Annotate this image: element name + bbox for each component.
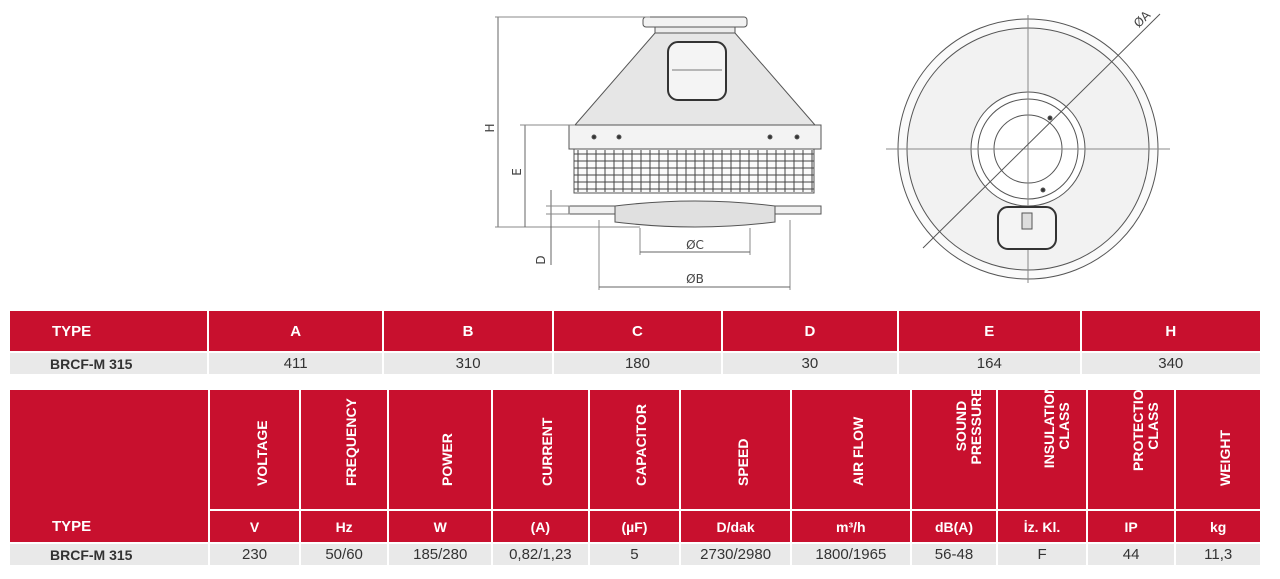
top-view (886, 13, 1170, 283)
cell-weight: 11,3 (1176, 544, 1260, 565)
header-insulation-class: INSULATION CLASS (998, 384, 1086, 509)
table-row: BRCF-M 315 230 50/60 185/280 0,82/1,23 5… (10, 544, 1260, 565)
unit-capacitor: (µF) (589, 511, 680, 542)
cell-current: 0,82/1,23 (493, 544, 588, 565)
dim-label-d: D (534, 255, 548, 264)
header-current: CURRENT (493, 390, 588, 509)
header-sound-pressure: SOUND PRESSURE (911, 387, 997, 509)
cell-b: 310 (383, 353, 553, 374)
header-h: H (1081, 311, 1260, 351)
dimensions-header-row: TYPE A B C D E H (10, 311, 1260, 351)
header-frequency: FREQUENCY (300, 390, 388, 509)
dim-label-e: E (510, 168, 524, 176)
dim-label-a: ØA (1131, 7, 1154, 30)
electrical-unit-row: V Hz W (A) (µF) D/dak m³/h dB(A) İz. Kl.… (10, 511, 1260, 542)
dim-label-b: ØB (686, 272, 704, 286)
header-type: TYPE (10, 311, 208, 351)
cell-d: 30 (722, 353, 898, 374)
dim-label-c: ØC (686, 238, 704, 252)
side-view (495, 16, 822, 290)
cell-capacitor: 5 (589, 544, 680, 565)
header-protection-class: PROTECTION CLASS (1087, 379, 1175, 509)
cell-a: 411 (209, 353, 382, 374)
cell-voltage: 230 (210, 544, 299, 565)
dimensions-table: TYPE A B C D E H BRCF-M 315 411 310 180 … (8, 309, 1262, 376)
fan-technical-drawing: H E D ØC ØB ØA (483, 7, 1170, 290)
header-e: E (899, 311, 1080, 351)
cell-air-flow: 1800/1965 (791, 544, 910, 565)
dim-label-h: H (483, 123, 497, 132)
electrical-table: TYPE VOLTAGE FREQUENCY POWER CURRENT CAP… (8, 379, 1262, 567)
header-air-flow: AIR FLOW (791, 390, 910, 509)
cell-power: 185/280 (389, 544, 492, 565)
header-speed: SPEED (681, 390, 790, 509)
unit-voltage: V (210, 511, 299, 542)
unit-current: (A) (493, 511, 588, 542)
cell-h: 340 (1081, 353, 1260, 374)
electrical-header-row: TYPE VOLTAGE FREQUENCY POWER CURRENT CAP… (10, 379, 1260, 542)
header-weight: WEIGHT (1176, 390, 1260, 509)
header-d: D (722, 311, 898, 351)
cell-protection-class: 44 (1087, 544, 1175, 565)
cell-e: 164 (899, 353, 1080, 374)
unit-weight: kg (1176, 511, 1260, 542)
cell-type: BRCF-M 315 (10, 544, 209, 565)
header-a: A (209, 311, 382, 351)
unit-frequency: Hz (300, 511, 388, 542)
header-c: C (554, 311, 721, 351)
unit-protection-class: IP (1087, 511, 1175, 542)
unit-insulation-class: İz. Kl. (998, 511, 1086, 542)
header-b: B (383, 311, 553, 351)
unit-power: W (389, 511, 492, 542)
table-row: BRCF-M 315 411 310 180 30 164 340 (10, 353, 1260, 374)
cell-insulation-class: F (998, 544, 1086, 565)
unit-speed: D/dak (681, 511, 790, 542)
unit-sound-pressure: dB(A) (911, 511, 997, 542)
cell-type: BRCF-M 315 (10, 353, 208, 374)
header-type: TYPE (10, 390, 209, 542)
cell-speed: 2730/2980 (681, 544, 790, 565)
cell-sound-pressure: 56-48 (911, 544, 997, 565)
header-power: POWER (389, 390, 492, 509)
cell-c: 180 (554, 353, 721, 374)
header-voltage: VOLTAGE (210, 390, 299, 509)
unit-air-flow: m³/h (791, 511, 910, 542)
cell-frequency: 50/60 (300, 544, 388, 565)
header-capacitor: CAPACITOR (589, 390, 680, 509)
